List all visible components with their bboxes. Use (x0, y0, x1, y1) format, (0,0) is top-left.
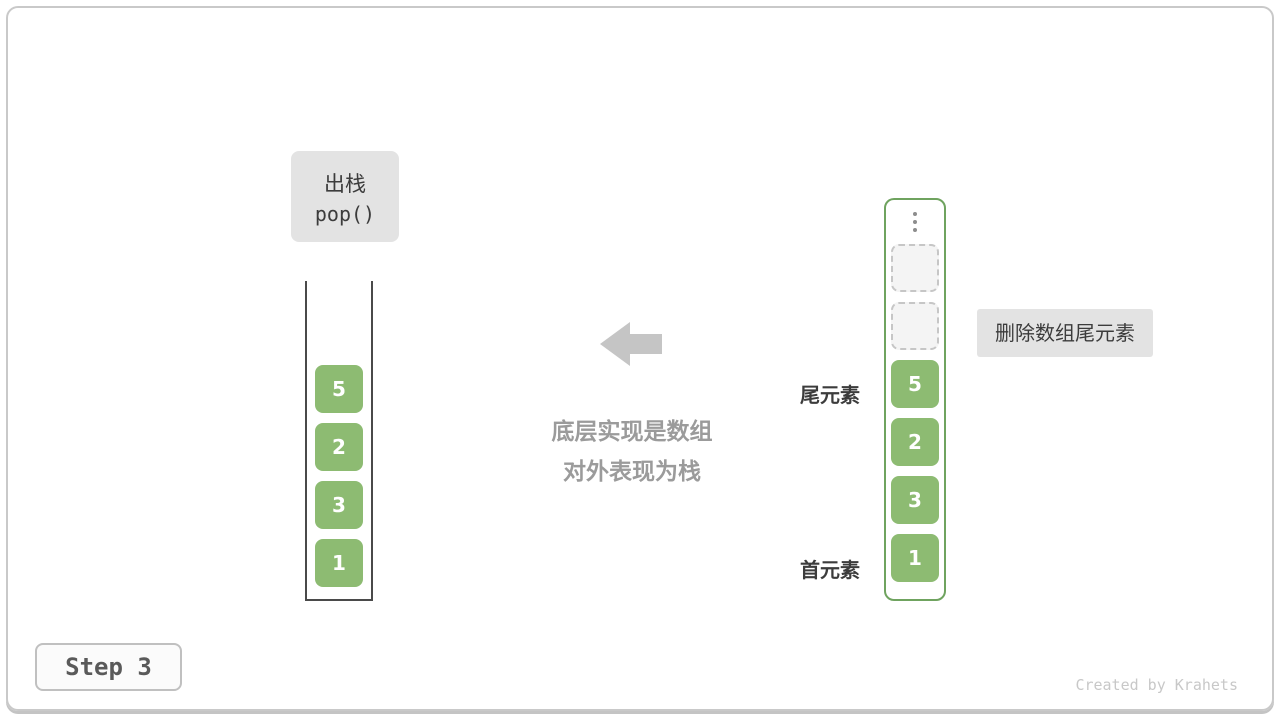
caption-line-2: 对外表现为栈 (563, 459, 701, 485)
arrow-tail (630, 334, 662, 354)
step-badge: Step 3 (35, 643, 182, 691)
array-cell: 3 (891, 476, 939, 524)
callout-delete-tail: 删除数组尾元素 (977, 309, 1153, 357)
dot (913, 212, 917, 216)
dot (913, 220, 917, 224)
stack-cell: 5 (315, 365, 363, 413)
pop-label-cn: 出栈 (324, 171, 366, 196)
ellipsis-icon (913, 210, 917, 234)
dot (913, 228, 917, 232)
caption-line-1: 底层实现是数组 (551, 419, 713, 445)
empty-slot (891, 302, 939, 350)
pop-label-code: pop() (314, 201, 376, 226)
left-arrow-icon (600, 322, 662, 366)
array-container: 5 2 3 1 (884, 198, 946, 601)
empty-slot (891, 244, 939, 292)
stack-cell: 1 (315, 539, 363, 587)
credit-text: Created by Krahets (1075, 676, 1238, 694)
stack-container: 5 2 3 1 (305, 281, 373, 601)
tail-element-label: 尾元素 (800, 383, 860, 407)
center-caption: 底层实现是数组 对外表现为栈 (460, 412, 804, 492)
array-cell: 2 (891, 418, 939, 466)
pop-operation-label: 出栈 pop() (291, 151, 399, 242)
stack-cell: 2 (315, 423, 363, 471)
array-cell: 1 (891, 534, 939, 582)
arrow-head (600, 322, 630, 366)
array-cell: 5 (891, 360, 939, 408)
head-element-label: 首元素 (800, 558, 860, 582)
stack-cell: 3 (315, 481, 363, 529)
